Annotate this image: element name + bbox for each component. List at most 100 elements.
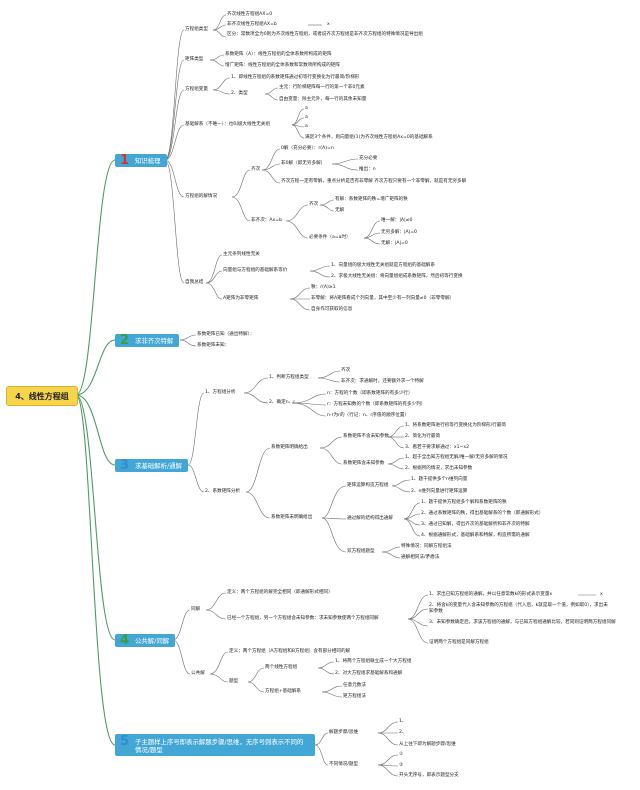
leaf-type-1: 齐次线性方程组AX=0 <box>227 12 273 17</box>
leaf-steps-2: 2、 <box>399 730 407 735</box>
leaf-nh-none: 无解：|A|=0 <box>381 241 408 246</box>
node-homog[interactable]: 齐次 <box>251 167 261 172</box>
leaf-unknown-b-4: 4、根据通解形式，基础解系和特解，构造所需的通解 <box>421 533 530 538</box>
leaf-nh-cond[interactable]: 必要条件（a=a时） <box>309 235 351 240</box>
leaf-topic-b-1: 任意元数法 <box>343 683 366 688</box>
root-node[interactable]: 4、线性方程组 <box>6 386 78 406</box>
node-unknown-c[interactable]: 双方程组题型 <box>347 549 375 554</box>
leaf-unknown-b-2: 2、通过系数矩阵的秩，得出基础解系的个数（即通解形式） <box>421 511 544 516</box>
leaf-unknown-a-1: 1、题干提供多个n维列向量 <box>411 477 468 482</box>
node-variables[interactable]: 方程组变量 <box>185 87 208 92</box>
arrow-label: x <box>327 22 330 27</box>
leaf-known-b-1: 1、超于全出知方程组无解/唯一解/无穷多解的情况 <box>405 455 508 460</box>
leaf-cases-3: 开头无序号，即表示题型分支 <box>399 773 459 778</box>
leaf-nr-1: n：方程的个数（即系数矩阵的有多少行） <box>327 391 413 396</box>
leaf-unknown-a-2: 2、n维列向量进行矩阵运算 <box>411 489 468 494</box>
leaf-same-known[interactable]: 已经一个方程组，另一个方程组含未知参数：求未知参数使两个方程组同解 <box>227 616 379 621</box>
branch-number: 5 <box>120 734 130 749</box>
leaf-var-type-1: 主元：行阶梯矩阵每一行的第一个非0元素 <box>279 85 365 90</box>
node-matrix-analysis[interactable]: 2、系数矩阵分析 <box>205 489 241 494</box>
leaf-sc-sub-2: 2、求极大线性无关组：将向量组组成系数矩阵，然后初等行变换 <box>331 274 463 279</box>
leaf-steps-1: 1、 <box>399 719 407 724</box>
branch-3-node[interactable]: 3 求基础解析/通解 <box>115 458 188 473</box>
node-known[interactable]: 系数矩阵明确给出 <box>271 445 308 450</box>
leaf-var-type-2: 自由变量：除主元外，每一行的其余未知量 <box>279 97 367 102</box>
leaf-topic-a-2: 2、对大方程组求基础解系和通解 <box>335 671 403 676</box>
leaf-particular-1: 系数矩阵已知（通出特解）： <box>197 332 255 337</box>
branch-2-node[interactable]: 2 求非齐次特解 <box>115 333 180 348</box>
node-topic-b[interactable]: 方程组+基础解系 <box>265 689 302 694</box>
leaf-steps-3: 从上往下即为解题步骤/思维 <box>399 742 456 747</box>
node-known-a[interactable]: 系数矩阵不含未知参数 <box>343 434 389 439</box>
node-same[interactable]: 同解 <box>191 607 201 612</box>
leaf-matrix-1: 系数矩阵（A）：线性方程组的全体系数所构成的矩阵 <box>225 52 332 57</box>
leaf-topic-a-1: 1、将两个方程组联立成一个大方程组 <box>335 659 412 664</box>
node-topic[interactable]: 题型 <box>229 679 239 684</box>
node-unknown-a[interactable]: 矩阵运算构造方程组 <box>347 483 389 488</box>
leaf-type-2: 非齐次线性方程组AX=b <box>227 22 277 27</box>
branch-title: 知识梳理 <box>135 157 161 165</box>
node-eq-analysis[interactable]: 1、方程组分析 <box>205 390 236 395</box>
node-steps[interactable]: 解题步骤/思维 <box>329 730 359 735</box>
leaf-same-step-1: 1、求出已知方程组的通解，并以任意常数k的形式表示变量x <box>429 592 553 597</box>
node-matrix[interactable]: 矩阵类型 <box>185 57 204 62</box>
node-common[interactable]: 公共解 <box>191 671 205 676</box>
node-nr[interactable]: 2、确定n、r <box>269 400 296 405</box>
leaf-unknown-b-1: 1、题干提供方程组多个解和系数矩阵的秩 <box>421 500 507 505</box>
branch-5-node[interactable]: 5 子主题样上序号即表示解题步骤/思维，无序号则表示不同的情况/题型 <box>115 734 315 756</box>
leaf-nh-yes-marker: 齐次 <box>309 202 319 207</box>
branch-title: 求非齐次特解 <box>135 337 174 345</box>
leaf-homog-note: 齐次方程一定有零解，重点分析是否有非零解 齐次方程只要有一个非零解，就是有无穷多… <box>281 179 467 184</box>
leaf-known-a-2: 2、简化为行最简 <box>405 434 441 439</box>
leaf-nh-inf: 无穷多解：|A|=0 <box>381 230 417 235</box>
leaf-basis-1: a <box>305 106 308 111</box>
leaf-homog-nonzero[interactable]: 非0解（即无穷多解） <box>281 161 326 166</box>
node-cases-5[interactable]: 不同情况/题型 <box>329 762 359 767</box>
leaf-sc-2[interactable]: 向量组与方程组的基础解系等价 <box>223 268 288 273</box>
branch-title: 求基础解析/通解 <box>135 462 182 470</box>
branch-number: 2 <box>120 333 130 348</box>
leaf-same-step-4: 证明两个方程组是同解方程组 <box>429 640 489 645</box>
leaf-nh-unique: 唯一解：|A|≠0 <box>381 218 413 223</box>
node-topic-a[interactable]: 两个线性方程组 <box>265 665 298 670</box>
leaf-same-step-3: 3、未知参数确定后，求该方程组的通解，与已知方程组通解比较，若同则证明两方程组同… <box>429 620 616 625</box>
arrow-label: x <box>600 592 603 597</box>
leaf-same-def: 定义：两个方程组的解完全相同（即通解形式相同） <box>227 590 333 595</box>
node-nonhomog[interactable]: 非齐次：Ax=b <box>251 218 283 223</box>
leaf-topic-b-2: 矩方程组法 <box>343 694 366 699</box>
branch-1-node[interactable]: 1 知识梳理 <box>115 153 167 168</box>
leaf-common-def: 定义：两个方程组（A方程组和B方程组）含有部分相同的解 <box>229 649 351 654</box>
leaf-var-2: 2、类型 <box>231 91 248 96</box>
leaf-var-1: 1、即线性方程组的系数矩阵通过初等行变换化为行最简/阶梯形 <box>231 75 360 80</box>
node-eq-type[interactable]: 1、判断方程组类型 <box>269 375 309 380</box>
node-unknown[interactable]: 系数矩阵未明确给出 <box>271 515 313 520</box>
leaf-sc-sub-1: 1、向量组的极大线性无关组就是方程组的基础解系 <box>331 263 435 268</box>
leaf-sc-rank[interactable]: A矩阵为非零矩阵 <box>223 296 259 301</box>
node-cases[interactable]: 方程组的解情况 <box>185 194 218 199</box>
node-basis[interactable]: 基础解系（不唯一）：也叫极大线性无关组 <box>185 122 270 127</box>
leaf-nh-yes: 有解：系数矩阵的秩=增广矩阵的秩 <box>335 197 408 202</box>
leaf-known-b-2: 2、根据所的情况，求出未知参数 <box>405 466 473 471</box>
leaf-nh-no: 无解 <box>335 208 345 213</box>
node-unknown-b[interactable]: 通过解的结构得出通解 <box>347 516 393 521</box>
leaf-unknown-b-3: 3、通过已知解，得出齐次的基础解析和非齐次的特解 <box>421 522 530 527</box>
leaf-basis-3: a <box>305 124 308 129</box>
node-self-check[interactable]: 自我总结 <box>185 280 204 285</box>
branch-4-node[interactable]: 4 公共解/同解 <box>115 633 176 648</box>
branch-title: 公共解/同解 <box>135 637 170 645</box>
leaf-cases-2: ② <box>399 763 404 768</box>
leaf-sc-rank-1: 秩：r(A)≥1 <box>311 285 336 290</box>
leaf-nr-3: n-r为r的（行记：n、r序值的顺序位置） <box>327 413 410 418</box>
leaf-basis-note: 满足3个条件，则向量组(1)为齐次线性方程组Ax=0的基础解系 <box>305 135 433 140</box>
leaf-unknown-c-2: 通解相同法/矛盾法 <box>401 555 440 560</box>
leaf-cases-1: ① <box>399 752 404 757</box>
leaf-particular-2: 系数矩阵未知： <box>197 343 230 348</box>
branch-title: 子主题样上序号即表示解题步骤/思维，无序号则表示不同的情况/题型 <box>135 737 304 754</box>
node-type[interactable]: 方程组类型 <box>185 27 208 32</box>
leaf-homog-nonzero-a: 充分必要 <box>359 156 378 161</box>
leaf-same-step-2: 2、将含k的变量代入含未知参数的方程组（代入后，k就是取一个值，例如取0），求出… <box>429 603 608 614</box>
leaf-eq-type-1: 齐次 <box>341 368 351 373</box>
node-known-b[interactable]: 系数矩阵含未知参数 <box>343 461 385 466</box>
leaf-known-a-1: 1、将系数矩阵进行初等行变换化为阶梯形/行最简 <box>405 423 506 428</box>
